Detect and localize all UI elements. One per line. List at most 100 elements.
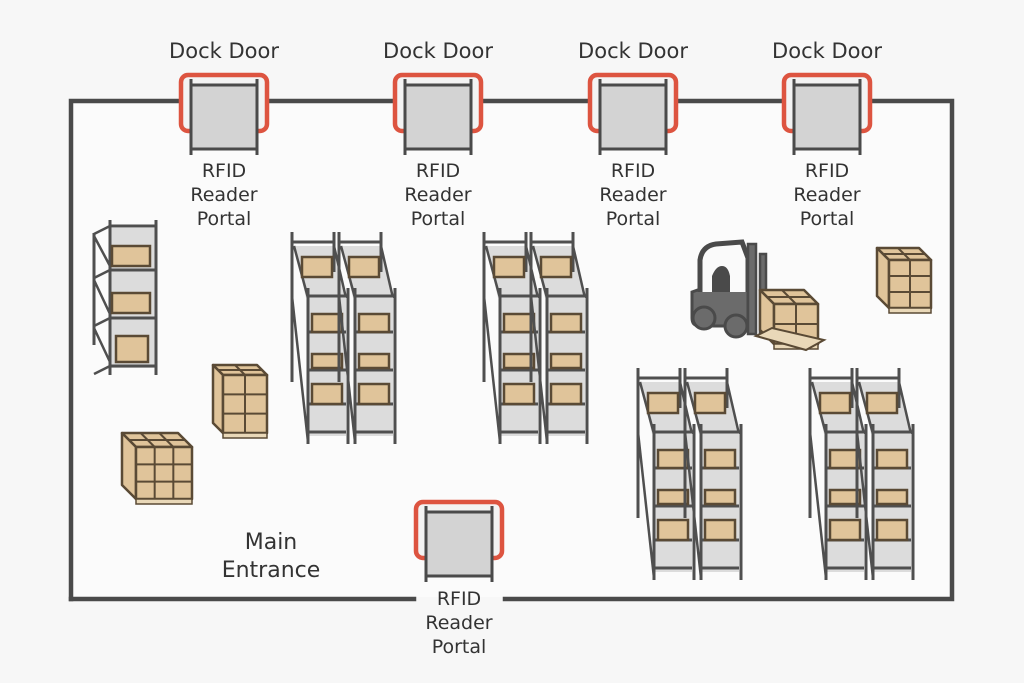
rfid-reader-portal — [781, 72, 873, 155]
forklift-seat — [712, 266, 730, 292]
rack-brace — [636, 431, 656, 579]
rack-aisle-2 — [482, 232, 589, 444]
rack-box — [502, 382, 536, 406]
forklift-mast — [746, 242, 758, 336]
wall-segment — [68, 98, 183, 602]
entrance-portal-label-line: Reader — [425, 612, 492, 634]
rack-brace — [93, 316, 111, 328]
rack-brace — [93, 268, 111, 280]
rack-box — [110, 244, 152, 268]
rack-aisle-3 — [636, 368, 743, 580]
door-panel — [793, 84, 861, 150]
portal-label-line: Reader — [190, 184, 257, 206]
rack-box — [492, 255, 526, 279]
dock-door-label: Dock Door — [772, 39, 882, 63]
dock-door-label: Dock Door — [169, 39, 279, 63]
dock-door-label: Dock Door — [578, 39, 688, 63]
pallet-base — [222, 432, 268, 439]
rack-box — [693, 391, 727, 415]
rack-brace — [482, 295, 502, 443]
rack-brace — [92, 327, 112, 363]
rack-box — [828, 518, 862, 542]
wall-segment — [502, 98, 955, 602]
rack-box — [300, 255, 334, 279]
forklift-wheel — [691, 305, 717, 331]
portal-label-line: RFID — [805, 160, 849, 182]
pallet-side — [211, 363, 225, 435]
pallet-front — [134, 445, 194, 501]
portal-label-line: Portal — [411, 208, 466, 230]
rack-brace — [808, 431, 828, 579]
rack-box — [347, 255, 381, 279]
entrance-portal-label-line: Portal — [432, 636, 487, 658]
rack-box — [310, 382, 344, 406]
portal-label-line: Portal — [606, 208, 661, 230]
rack-box — [646, 391, 680, 415]
main-entrance-label-line: Main — [245, 530, 298, 555]
rack-brace — [897, 381, 913, 435]
rfid-reader-portal — [392, 72, 484, 155]
rack-brace — [725, 381, 741, 435]
rack-box — [549, 352, 583, 370]
portal-label-line: Portal — [197, 208, 252, 230]
forklift-forks — [753, 326, 827, 352]
rack-box — [656, 488, 690, 506]
portal-label-line: Reader — [793, 184, 860, 206]
rack-box — [703, 448, 737, 470]
rack-box — [703, 518, 737, 542]
rack-brace — [379, 245, 395, 299]
rack-box — [357, 382, 391, 406]
door-panel — [599, 84, 667, 150]
rack-box — [875, 488, 909, 506]
portal-label-line: Reader — [404, 184, 471, 206]
portal-label-line: RFID — [611, 160, 655, 182]
portal-label-line: RFID — [416, 160, 460, 182]
rack-box — [114, 334, 150, 364]
door-panel — [425, 511, 493, 577]
rack-aisle-4 — [808, 368, 915, 580]
rack-box — [549, 312, 583, 334]
rack-brace — [290, 295, 310, 443]
rack-box — [875, 448, 909, 470]
rfid-reader-portal — [587, 72, 679, 155]
forklift-wheel — [723, 313, 749, 339]
pallet-base — [888, 307, 932, 314]
pallet-base — [135, 498, 193, 505]
door-panel — [404, 84, 472, 150]
rack-box — [828, 488, 862, 506]
portal-label-line: Portal — [800, 208, 855, 230]
pallet-side — [875, 246, 891, 310]
rack-box — [357, 312, 391, 334]
rack-brace — [93, 224, 111, 236]
rack-box — [875, 518, 909, 542]
rack-brace — [93, 364, 111, 376]
entrance-portal-label-line: RFID — [437, 588, 481, 610]
pallet-1 — [211, 363, 269, 439]
rack-aisle-1 — [290, 232, 397, 444]
rack-box — [656, 518, 690, 542]
portal-label-line: Reader — [599, 184, 666, 206]
rack-brace — [571, 245, 587, 299]
rfid-reader-portal — [413, 499, 505, 582]
pallet-3 — [875, 246, 933, 314]
door-panel — [190, 84, 258, 150]
rack-box — [502, 352, 536, 370]
warehouse-walls — [68, 98, 955, 602]
dock-door-label: Dock Door — [383, 39, 493, 63]
rack-box — [110, 291, 152, 315]
rack-brace — [92, 235, 112, 267]
pallet-2 — [120, 431, 194, 505]
rfid-reader-portal — [178, 72, 270, 155]
rack-brace — [683, 431, 703, 579]
rack-box — [865, 391, 899, 415]
